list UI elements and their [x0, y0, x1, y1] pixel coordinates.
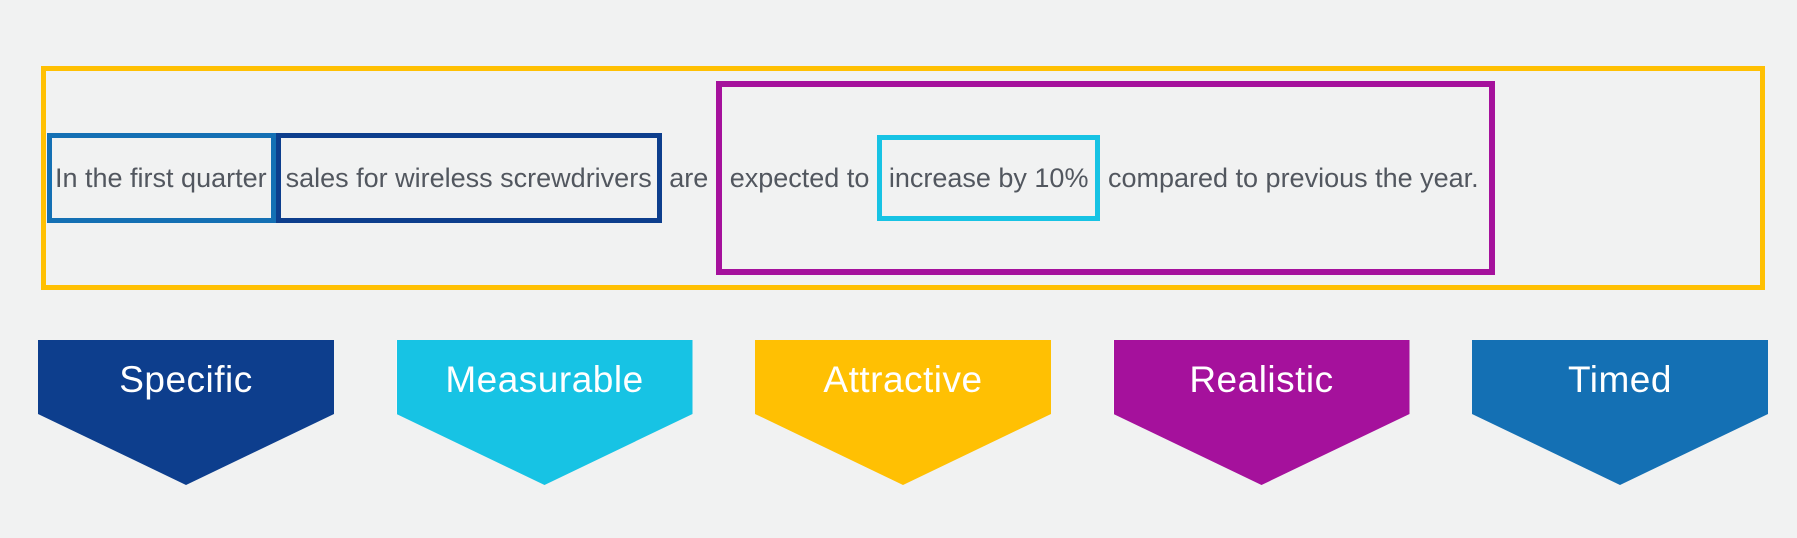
segment-realistic-box: expected to increase by 10% compared to … — [715, 81, 1495, 275]
segment-specific-box: sales for wireless screwdrivers — [275, 133, 662, 223]
segment-measurable-box: increase by 10% — [876, 135, 1101, 221]
segment-realistic-post: compared to previous the year. — [1100, 163, 1479, 193]
banner-attractive-label: Attractive — [823, 359, 983, 400]
segment-timed-box: In the first quarter — [47, 133, 276, 223]
segment-realistic-pre: expected to — [729, 163, 877, 193]
banner-timed: Timed — [1472, 340, 1768, 485]
banner-realistic-label: Realistic — [1189, 359, 1334, 400]
segment-plain-text: are — [661, 163, 716, 193]
banner-specific: Specific — [38, 340, 334, 485]
smart-banner-row: Specific Measurable Attractive Realistic… — [38, 340, 1768, 485]
banner-attractive: Attractive — [755, 340, 1051, 485]
banner-measurable: Measurable — [396, 340, 693, 485]
banner-timed-label: Timed — [1568, 359, 1672, 400]
banner-measurable-label: Measurable — [445, 359, 644, 400]
banner-specific-label: Specific — [119, 359, 253, 400]
banner-realistic: Realistic — [1113, 340, 1410, 485]
